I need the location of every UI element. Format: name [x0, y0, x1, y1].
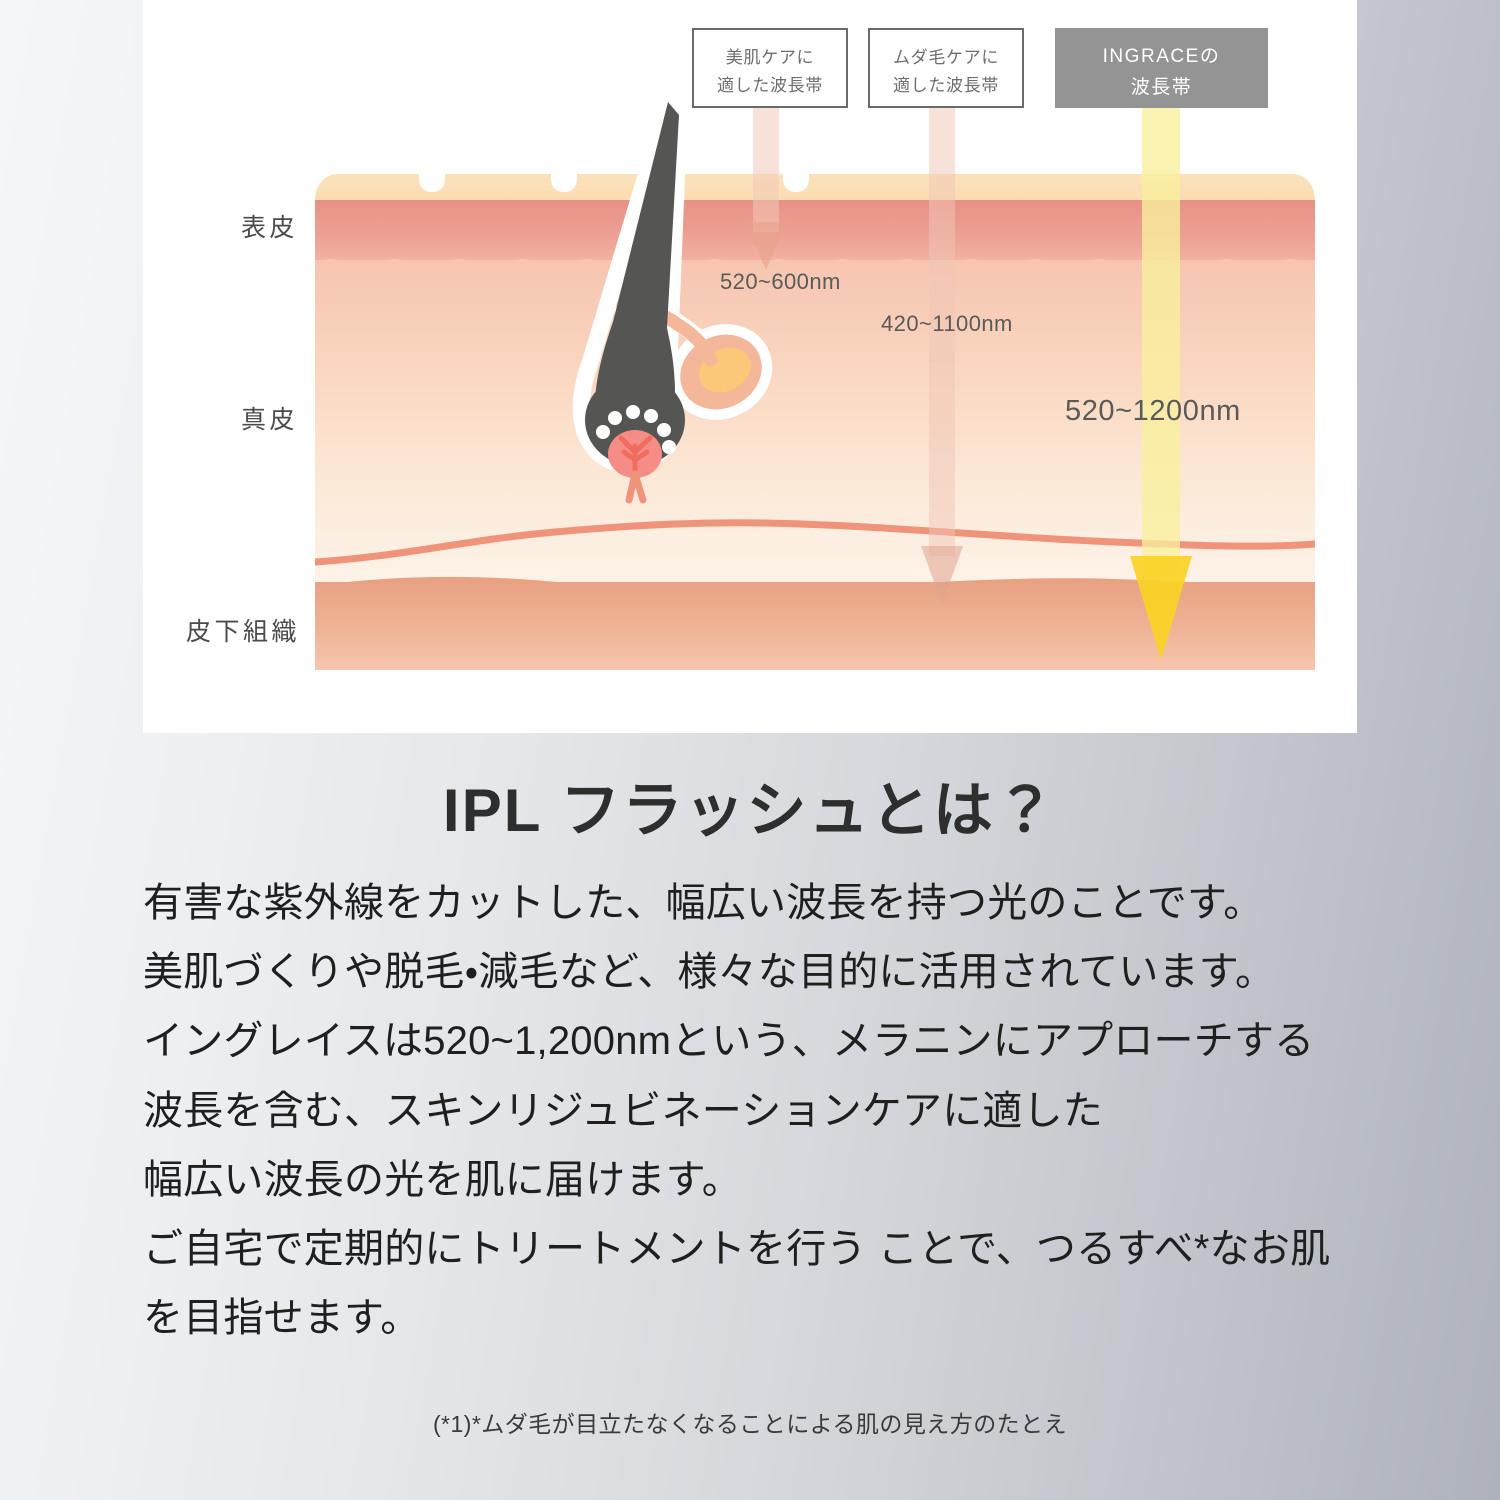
- legend-box-hair-care[interactable]: ムダ毛ケアに 適した波長帯: [868, 28, 1024, 108]
- body-line: 有害な紫外線をカットした、幅広い波長を持つ光のことです。: [143, 881, 1264, 925]
- hair-care-beam: [921, 104, 963, 604]
- illustration-card: 美肌ケアに 適した波長帯 ムダ毛ケアに 適した波長帯 INGRACEの 波長帯 …: [143, 0, 1357, 733]
- skin-care-beam: [745, 104, 787, 270]
- wavelength-label-skin-care: 520~600nm: [720, 269, 841, 294]
- body-line: を目指せます。: [143, 1296, 421, 1341]
- hair-follicle-illustration: [572, 93, 773, 504]
- body-line: ご自宅で定期的にトリートメントを行う ことで、つるすべ*なお肌: [143, 1226, 1331, 1271]
- hair-bulb: [585, 374, 685, 466]
- hair-matrix-dots: [596, 405, 676, 454]
- footnote: (*1)*ムダ毛が目立たなくなることによる肌の見え方のたとえ: [432, 1411, 1068, 1437]
- body-copy: 有害な紫外線をカットした、幅広い波長を持つ光のことです。 美肌づくりや脱毛・減毛…: [143, 880, 1413, 1364]
- legend-box-ingrace[interactable]: INGRACEの 波長帯: [1055, 28, 1268, 108]
- layer-label-subcutis: 皮下組織: [186, 618, 301, 646]
- keratin-notch: [783, 172, 809, 192]
- hair-shaft: [595, 102, 679, 459]
- body-line: 幅広い波長の光を肌に届けます。: [143, 1157, 742, 1202]
- body-line: 美肌づくりや脱毛・減毛など、様々な目的に活用されています。: [143, 950, 1276, 995]
- keratin-notch: [551, 172, 577, 192]
- body-line: イングレイスは520~1,200nmという、メラニンにアプローチする: [143, 1019, 1315, 1064]
- layer-label-epidermis: 表皮: [241, 214, 299, 242]
- keratin-notch: [419, 172, 445, 192]
- ingrace-beam: [1130, 104, 1192, 660]
- body-line: 波長を含む、スキンリジュビネーションケアに適した: [143, 1088, 1103, 1133]
- layer-label-dermis: 真皮: [241, 406, 299, 434]
- wavelength-label-ingrace: 520~1200nm: [1065, 395, 1241, 427]
- page-title: IPL フラッシュとは？: [442, 777, 1058, 844]
- wavelength-label-hair-care: 420~1100nm: [881, 311, 1013, 336]
- legend-box-skin-care[interactable]: 美肌ケアに 適した波長帯: [692, 28, 848, 108]
